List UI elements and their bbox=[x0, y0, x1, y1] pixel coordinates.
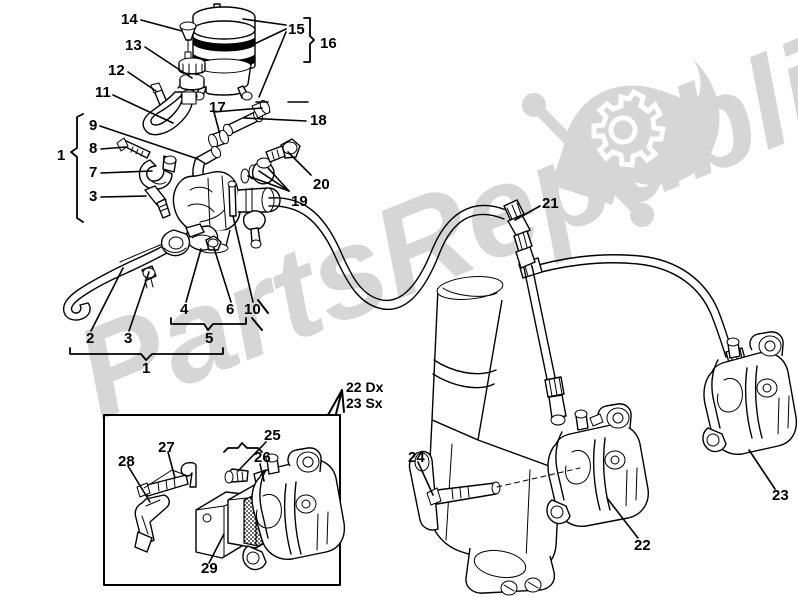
callout-22: 22 bbox=[634, 537, 651, 554]
callout-23-sx: 23 Sx bbox=[346, 395, 383, 411]
fork-leg bbox=[408, 276, 561, 596]
part-25-pin bbox=[224, 468, 249, 484]
switch-fitting bbox=[242, 210, 266, 249]
callout-14: 14 bbox=[121, 11, 138, 28]
callout-26: 26 bbox=[254, 449, 271, 466]
part-28-retainer bbox=[134, 494, 170, 553]
part-6-nut bbox=[205, 235, 222, 251]
callout-28: 28 bbox=[118, 453, 135, 470]
part-24-bolt bbox=[426, 481, 501, 506]
callout-8: 8 bbox=[89, 140, 98, 157]
caliper-23 bbox=[702, 331, 798, 455]
callout-15: 15 bbox=[288, 21, 305, 38]
callout-25: 25 bbox=[264, 427, 281, 444]
part-10-rod bbox=[227, 180, 237, 217]
callout-1-lower: 1 bbox=[142, 360, 151, 377]
callout-27: 27 bbox=[158, 439, 175, 456]
callout-7: 7 bbox=[89, 164, 98, 181]
callout-18: 18 bbox=[310, 112, 327, 129]
flag-with-gear-logo bbox=[522, 59, 720, 227]
callout-11: 11 bbox=[95, 84, 111, 101]
callout-23: 23 bbox=[772, 487, 789, 504]
callout-6: 6 bbox=[226, 301, 235, 318]
part-27-pin-clip bbox=[136, 461, 197, 498]
caliper-detail-inset bbox=[103, 389, 346, 586]
callout-17: 17 bbox=[209, 99, 226, 116]
part-3-upper-bolt bbox=[144, 185, 171, 219]
leader-lines bbox=[90, 18, 776, 564]
callout-24: 24 bbox=[408, 449, 425, 466]
part-7-clamp bbox=[138, 155, 177, 190]
callout-13: 13 bbox=[125, 37, 142, 54]
grouping-brackets bbox=[69, 17, 315, 453]
callout-20: 20 bbox=[313, 176, 330, 193]
callout-19: 19 bbox=[291, 193, 308, 210]
callout-4: 4 bbox=[180, 301, 189, 318]
callout-22-dx: 22 Dx bbox=[346, 379, 384, 395]
part-17-bush bbox=[208, 129, 229, 149]
inset-caliper-body bbox=[242, 447, 346, 571]
callout-1-upper: 1 bbox=[57, 147, 66, 164]
callout-29: 29 bbox=[201, 560, 218, 577]
part-20-banjo-bolt bbox=[265, 138, 301, 163]
callout-16: 16 bbox=[320, 35, 337, 52]
callout-5: 5 bbox=[205, 330, 214, 347]
callout-21: 21 bbox=[542, 195, 559, 212]
caliper-22 bbox=[496, 403, 649, 527]
callout-3-upper: 3 bbox=[89, 188, 98, 205]
callout-2: 2 bbox=[86, 330, 95, 347]
part-18-pin bbox=[223, 99, 271, 137]
callout-3-lower: 3 bbox=[124, 330, 133, 347]
callout-10: 10 bbox=[244, 301, 261, 318]
callout-9: 9 bbox=[89, 117, 98, 134]
reservoir-assembly bbox=[192, 3, 256, 101]
brake-lever bbox=[62, 223, 205, 321]
callout-12: 12 bbox=[108, 62, 125, 79]
